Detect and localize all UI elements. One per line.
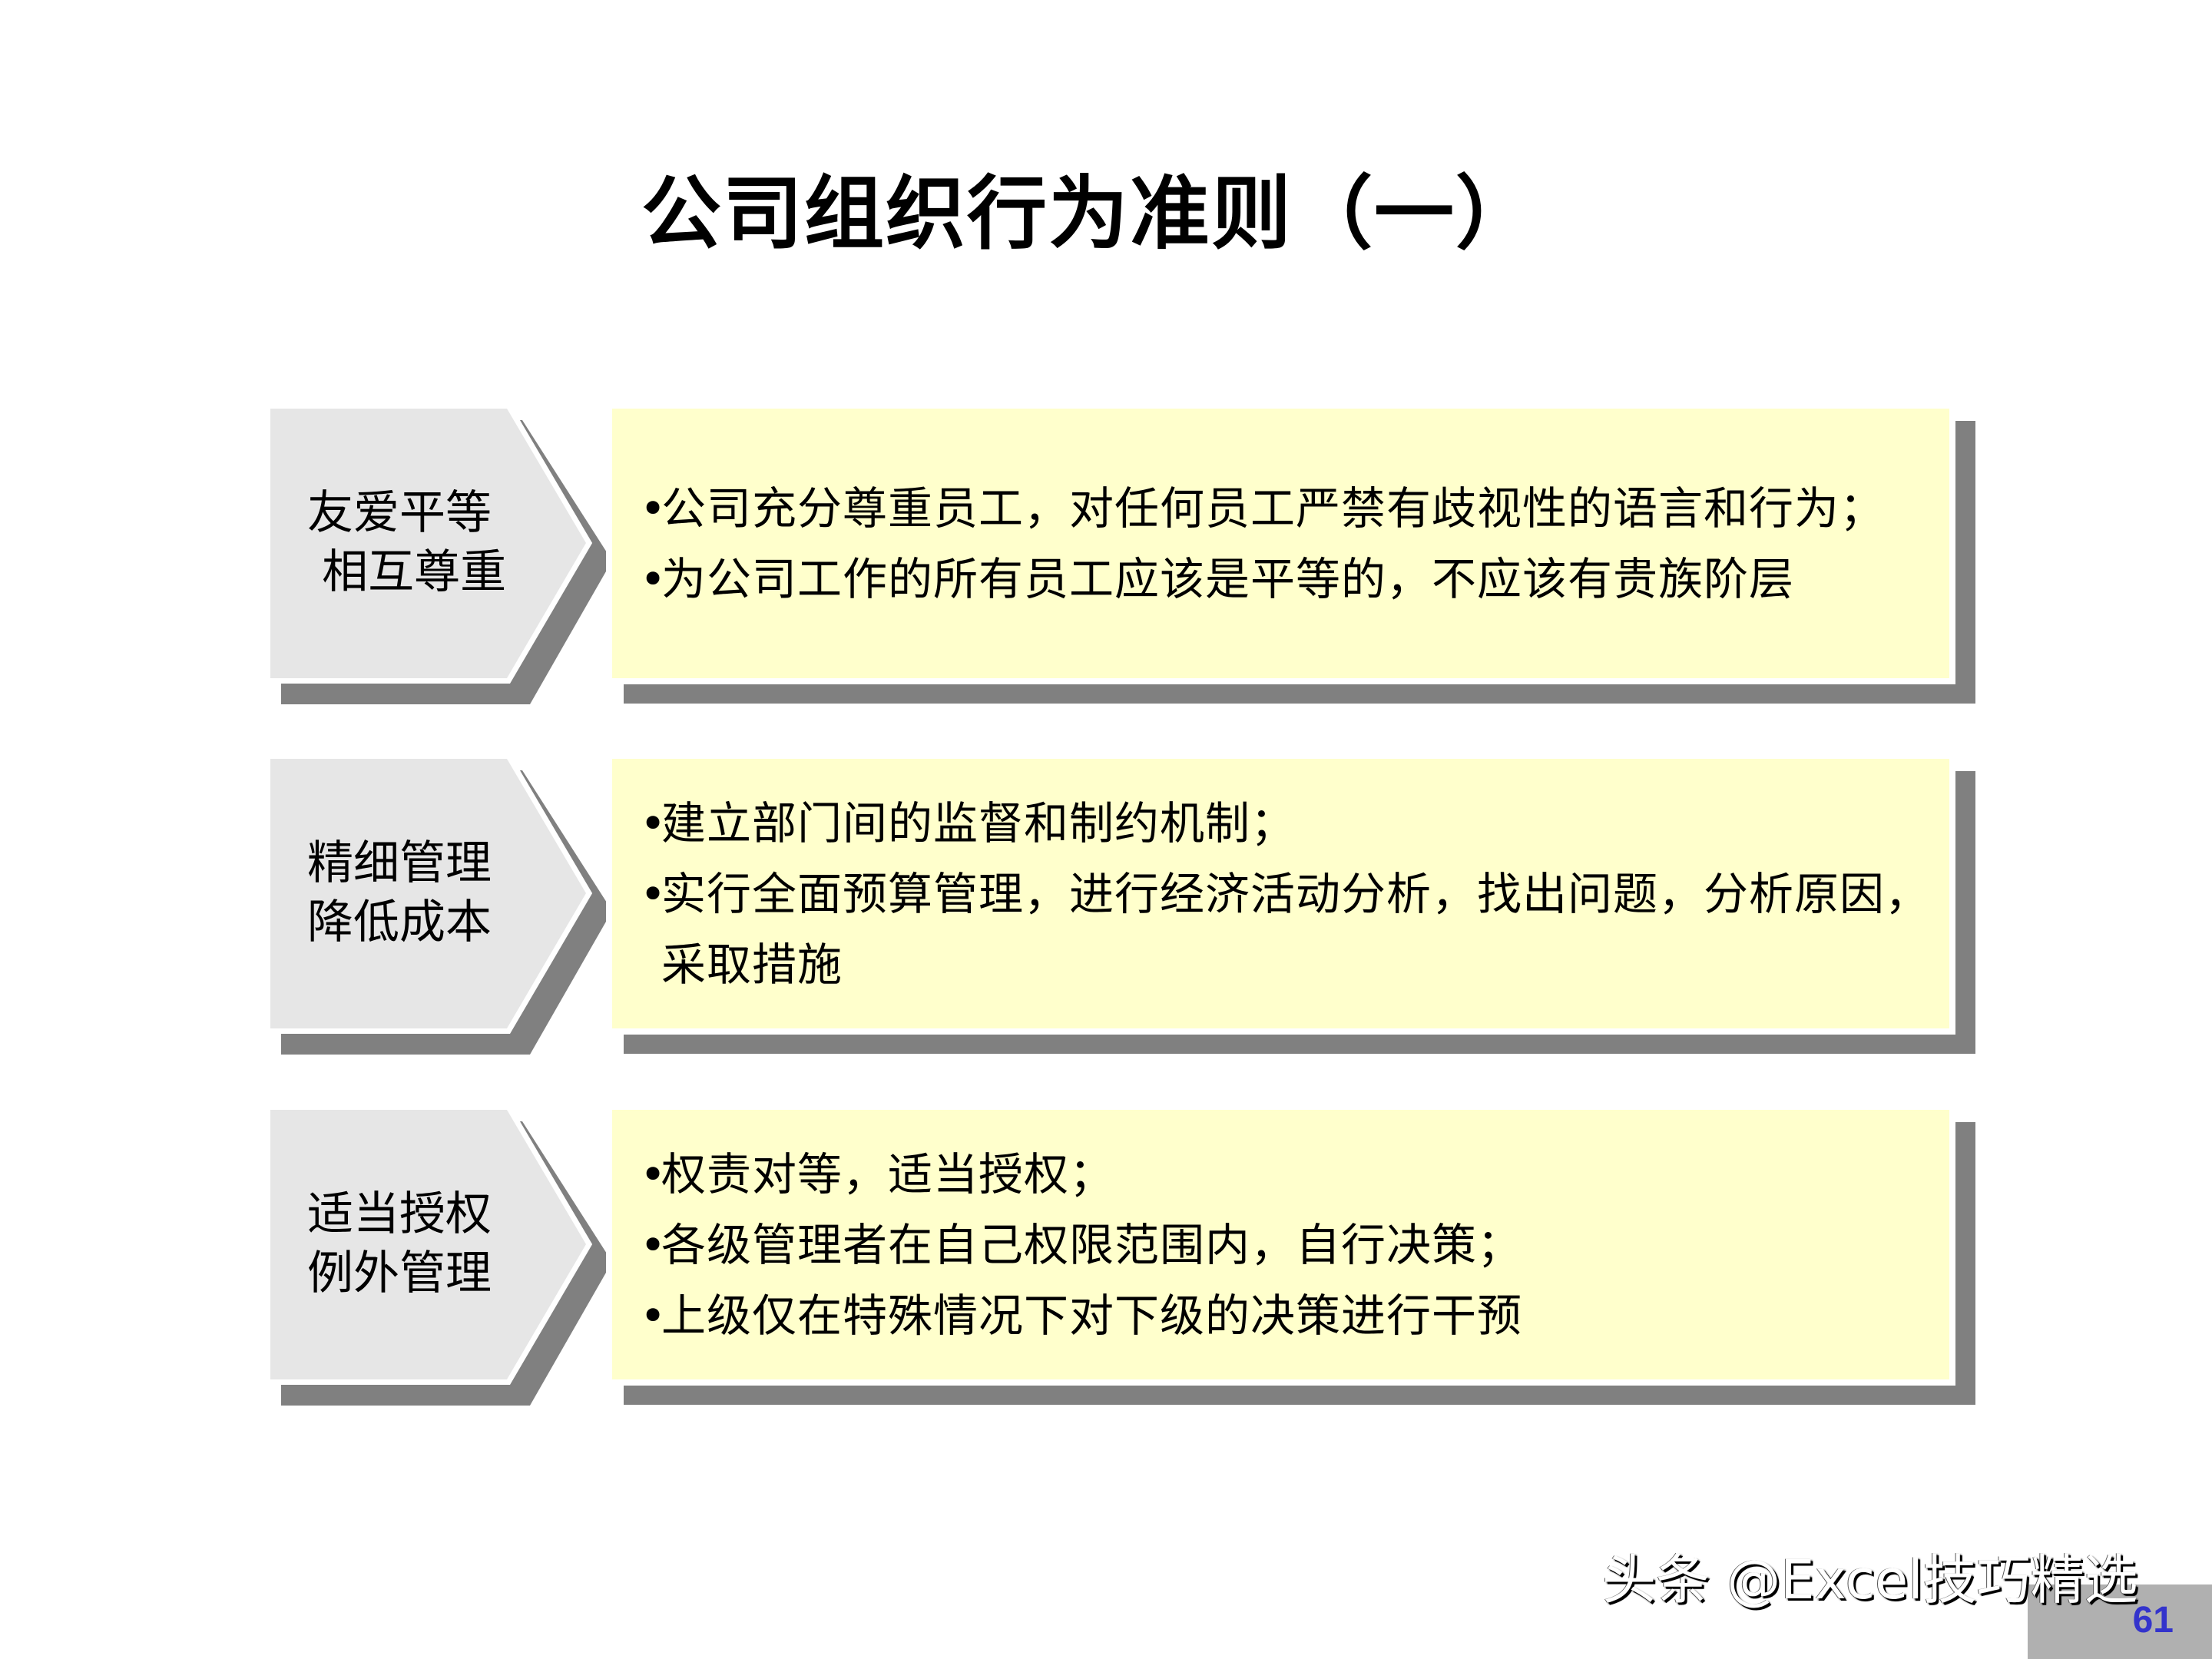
bullet-item: •为公司工作的所有员工应该是平等的，不应该有贵族阶层 <box>640 544 1934 614</box>
chevron-arrow-icon <box>265 753 612 1055</box>
principle-detail-box: •公司充分尊重员工，对任何员工严禁有歧视性的语言和行为； •为公司工作的所有员工… <box>606 402 1955 684</box>
bullet-dot-icon: • <box>640 552 667 605</box>
bullet-dot-icon: • <box>640 867 667 920</box>
bullet-dot-icon: • <box>640 1218 667 1271</box>
bullet-text: 实行全面预算管理，进行经济活动分析，找出问题，分析原因，采取措施 <box>661 867 1931 991</box>
bullet-item: •建立部门间的监督和制约机制； <box>640 788 1934 859</box>
bullet-list: •权责对等，适当授权； •各级管理者在自己权限范围内，自行决策； •上级仅在特殊… <box>612 1139 1949 1351</box>
bullet-dot-icon: • <box>640 1147 667 1200</box>
principle-row-2: 精细管理 降低成本 •建立部门间的监督和制约机制； •实行全面预算管理，进行经济… <box>0 753 2212 1066</box>
chevron-arrow-icon <box>265 403 612 704</box>
watermark: 头条 @Excel技巧精选 <box>1602 1548 2138 1611</box>
chevron-arrow-icon <box>265 1104 612 1406</box>
principle-label: 精细管理 降低成本 <box>307 834 538 952</box>
label-line: 适当授权 <box>307 1187 492 1241</box>
bullet-dot-icon: • <box>640 482 667 535</box>
bullet-item: •公司充分尊重员工，对任何员工严禁有歧视性的语言和行为； <box>640 473 1934 544</box>
bullet-item: •实行全面预算管理，进行经济活动分析，找出问题，分析原因，采取措施 <box>640 859 1934 1000</box>
bullet-list: •公司充分尊重员工，对任何员工严禁有歧视性的语言和行为； •为公司工作的所有员工… <box>612 473 1949 614</box>
principle-label: 友爱平等 相互尊重 <box>307 484 538 602</box>
bullet-text: 公司充分尊重员工，对任何员工严禁有歧视性的语言和行为； <box>661 482 1886 535</box>
label-line: 友爱平等 <box>307 486 492 540</box>
label-line: 降低成本 <box>307 896 492 949</box>
principle-detail-box: •建立部门间的监督和制约机制； •实行全面预算管理，进行经济活动分析，找出问题，… <box>606 753 1955 1035</box>
bullet-text: 各级管理者在自己权限范围内，自行决策； <box>661 1218 1523 1271</box>
principle-row-3: 适当授权 例外管理 •权责对等，适当授权； •各级管理者在自己权限范围内，自行决… <box>0 1104 2212 1417</box>
bullet-dot-icon: • <box>640 796 667 849</box>
page-number-box: 61 <box>2028 1584 2212 1659</box>
bullet-text: 建立部门间的监督和制约机制； <box>661 796 1296 849</box>
label-line: 例外管理 <box>307 1247 492 1300</box>
label-line: 相互尊重 <box>307 545 507 599</box>
bullet-dot-icon: • <box>640 1289 667 1342</box>
bullet-text: 为公司工作的所有员工应该是平等的，不应该有贵族阶层 <box>661 552 1795 605</box>
principle-detail-box: •权责对等，适当授权； •各级管理者在自己权限范围内，自行决策； •上级仅在特殊… <box>606 1104 1955 1386</box>
principle-row-1: 友爱平等 相互尊重 •公司充分尊重员工，对任何员工严禁有歧视性的语言和行为； •… <box>0 402 2212 716</box>
page-number: 61 <box>2132 1600 2174 1641</box>
label-line: 精细管理 <box>307 836 492 890</box>
bullet-item: •各级管理者在自己权限范围内，自行决策； <box>640 1210 1934 1280</box>
bullet-item: •权责对等，适当授权； <box>640 1139 1934 1210</box>
principle-label: 适当授权 例外管理 <box>307 1185 538 1303</box>
bullet-list: •建立部门间的监督和制约机制； •实行全面预算管理，进行经济活动分析，找出问题，… <box>612 788 1949 1000</box>
slide-title: 公司组织行为准则（一） <box>641 167 1537 260</box>
bullet-text: 上级仅在特殊情况下对下级的决策进行干预 <box>661 1289 1523 1342</box>
bullet-text: 权责对等，适当授权； <box>661 1147 1115 1200</box>
bullet-item: •上级仅在特殊情况下对下级的决策进行干预 <box>640 1280 1934 1351</box>
